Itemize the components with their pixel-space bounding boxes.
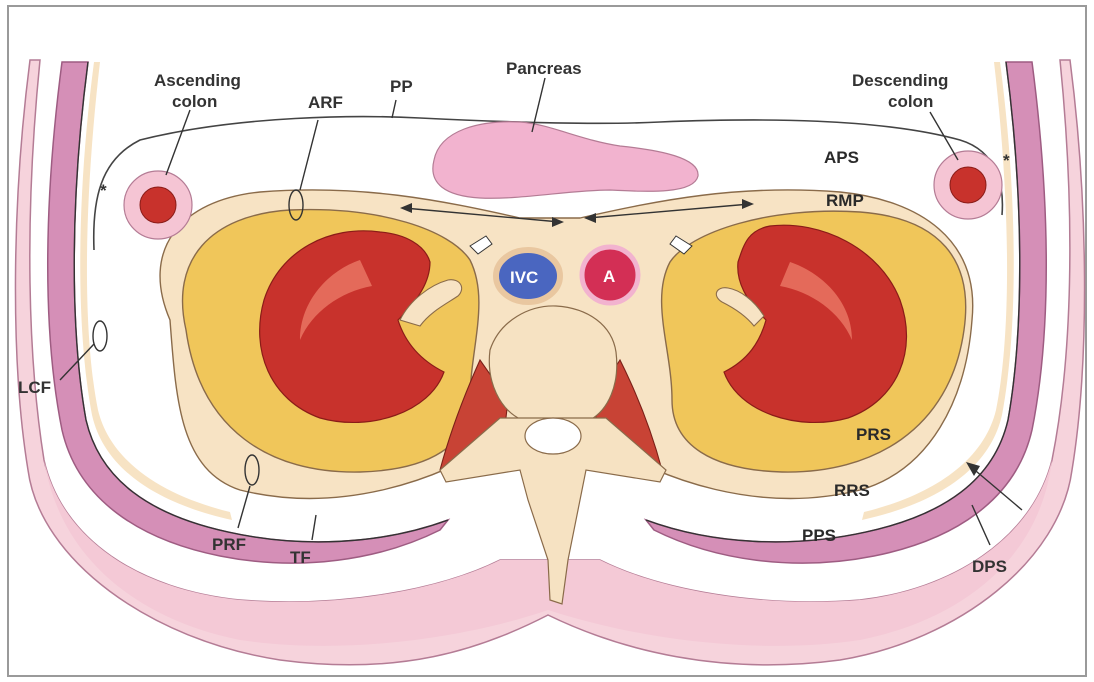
label-descending-colon-line2: colon [888,92,933,111]
label-aps: APS [824,148,859,167]
label-pp: PP [390,77,413,96]
label-descending-colon-line1: Descending [852,71,948,90]
label-star-right: * [1003,151,1010,170]
label-ascending-colon-line1: Ascending [154,71,241,90]
vertebral-body [489,306,616,420]
label-pancreas: Pancreas [506,59,582,78]
label-prs: PRS [856,425,891,444]
label-prf: PRF [212,535,246,554]
descending-colon-lumen [950,167,986,203]
label-tf: TF [290,548,311,567]
label-lcf: LCF [18,378,51,397]
label-pps: PPS [802,526,836,545]
label-rrs: RRS [834,481,870,500]
label-aorta: A [603,267,615,286]
label-rmp: RMP [826,191,864,210]
label-ivc: IVC [510,268,538,287]
label-ascending-colon-line2: colon [172,92,217,111]
label-arf: ARF [308,93,343,112]
label-dps: DPS [972,557,1007,576]
spinal-canal [525,418,581,454]
ascending-colon-lumen [140,187,176,223]
label-star-left: * [100,181,107,200]
